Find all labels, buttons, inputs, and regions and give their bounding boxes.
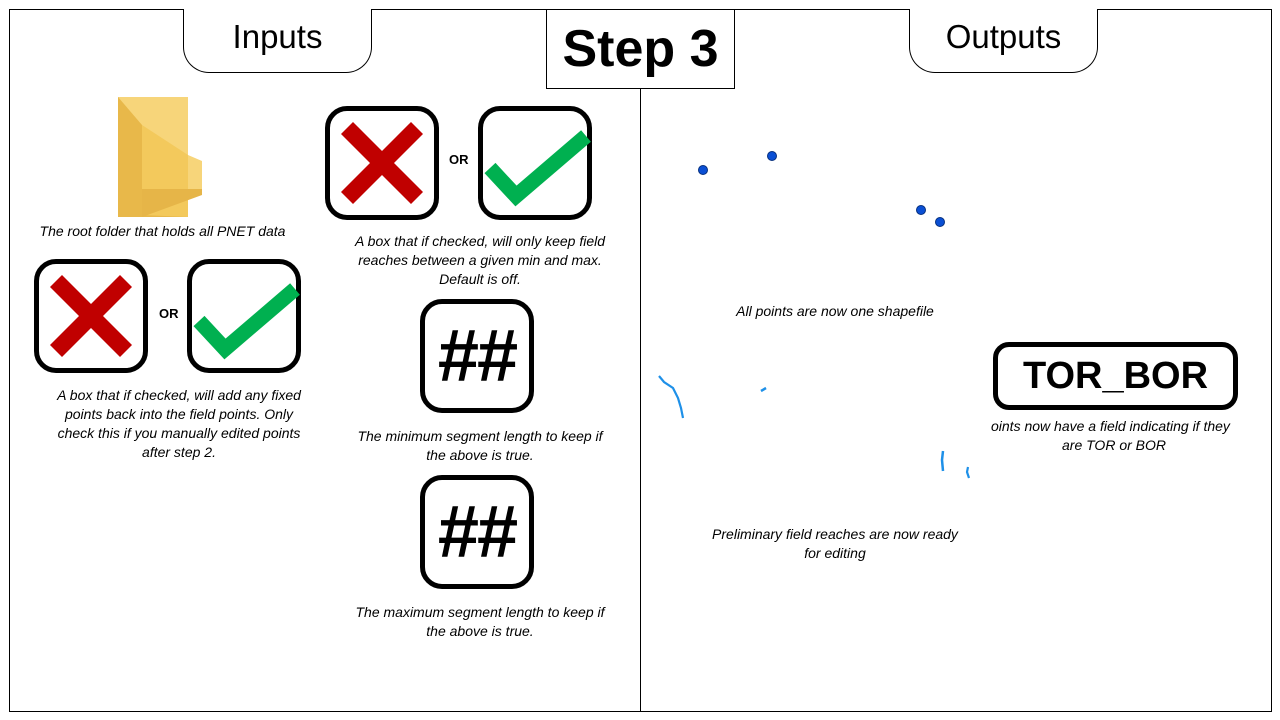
max-length-input[interactable]: ##: [420, 475, 534, 589]
inputs-tab: Inputs: [183, 9, 372, 73]
reach-line: [940, 450, 945, 472]
fixed-points-checked-box[interactable]: [187, 259, 301, 373]
point-marker: [767, 151, 777, 161]
tor-bor-caption: oints now have a field indicating if the…: [991, 418, 1230, 453]
reach-line: [658, 375, 685, 419]
or-label: OR: [449, 152, 469, 167]
folder-icon: [114, 95, 208, 219]
check-icon: [193, 283, 300, 360]
min-max-unchecked-box[interactable]: [325, 106, 439, 220]
column-divider: [640, 9, 641, 712]
or-label: OR: [159, 306, 179, 321]
tor-bor-field-label: TOR_BOR: [993, 342, 1238, 410]
step-title: Step 3: [546, 9, 735, 89]
reaches-map: [658, 375, 971, 479]
min-length-caption: The minimum segment length to keep if th…: [357, 428, 603, 463]
outputs-tab: Outputs: [909, 9, 1098, 73]
check-icon: [484, 130, 591, 207]
fixed-points-unchecked-box[interactable]: [34, 259, 148, 373]
min-max-checked-box[interactable]: [478, 106, 592, 220]
point-marker: [698, 165, 708, 175]
reach-line: [760, 386, 767, 393]
reaches-caption: Preliminary field reaches are now ready …: [712, 526, 958, 561]
min-max-caption: A box that if checked, will only keep fi…: [354, 233, 606, 287]
max-length-caption: The maximum segment length to keep if th…: [355, 604, 605, 639]
min-length-input[interactable]: ##: [420, 299, 534, 413]
fixed-points-caption: A box that if checked, will add any fixe…: [57, 387, 301, 460]
cross-icon: [340, 121, 424, 205]
reach-line: [965, 466, 971, 479]
point-marker: [916, 205, 926, 215]
cross-icon: [49, 274, 133, 358]
folder-caption: The root folder that holds all PNET data: [39, 223, 286, 239]
point-marker: [935, 217, 945, 227]
points-caption: All points are now one shapefile: [736, 303, 934, 319]
